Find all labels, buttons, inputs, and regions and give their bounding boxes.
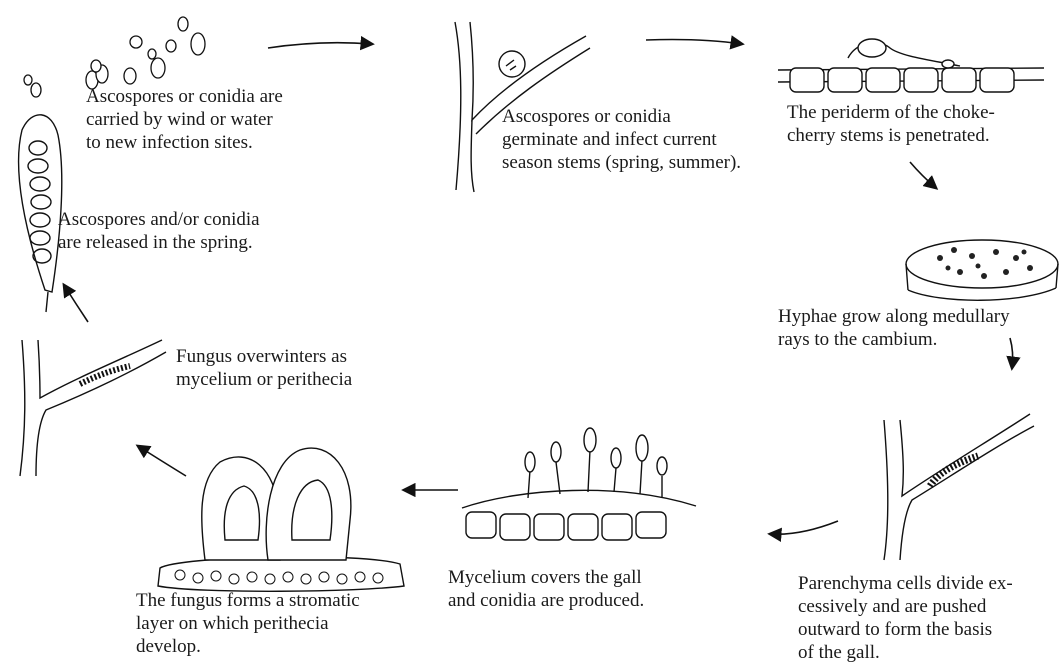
label-parenchyma-divide: Parenchyma cells divide ex- cessively an…	[798, 572, 1058, 664]
gall-branch-illustration	[884, 414, 1034, 560]
stroma-illustration	[158, 448, 404, 591]
label-periderm-penetrated: The periderm of the choke- cherry stems …	[787, 101, 1057, 147]
mycelium-illustration	[462, 428, 696, 540]
arrow-stromatic-to-overwinter	[138, 446, 186, 476]
label-stromatic-layer: The fungus forms a stromatic layer on wh…	[136, 589, 396, 658]
label-spores-released: Ascospores and/or conidia are released i…	[58, 208, 318, 254]
label-hyphae-grow: Hyphae grow along medullary rays to the …	[778, 305, 1058, 351]
arrow-overwinter-to-release	[64, 285, 88, 322]
arrow-germinate-to-periderm	[646, 40, 742, 45]
arrow-periderm-to-hyphae	[910, 162, 936, 188]
label-spores-carried: Ascospores or conidia are carried by win…	[86, 85, 326, 154]
arrow-parenchyma-to-mycelium	[770, 521, 838, 534]
ascus-illustration	[19, 115, 62, 312]
cross-section-illustration	[906, 240, 1058, 300]
periderm-illustration	[778, 39, 1044, 92]
arrow-spores-to-germinate	[268, 43, 372, 48]
overwinter-branch-illustration	[20, 340, 166, 476]
label-mycelium-covers: Mycelium covers the gall and conidia are…	[448, 566, 688, 612]
label-germinate-infect: Ascospores or conidia germinate and infe…	[502, 105, 792, 174]
label-fungus-overwinters: Fungus overwinters as mycelium or perith…	[176, 345, 426, 391]
